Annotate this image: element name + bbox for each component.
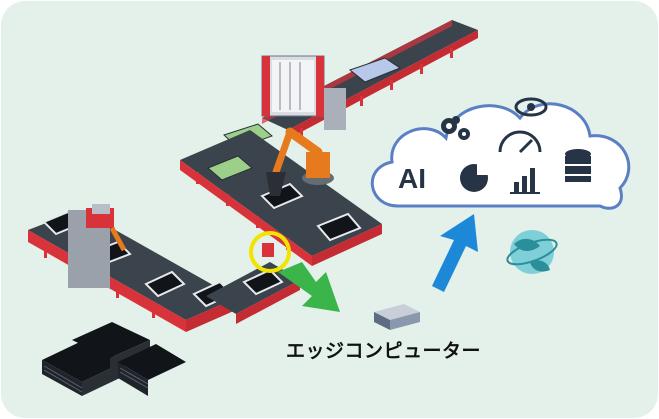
ai-label: AI [398,163,426,194]
conveyor-middle [180,130,382,266]
conveyor-connector [206,262,300,324]
green-arrow [278,262,340,312]
robot-arm [266,127,334,196]
database-icon [565,149,591,182]
blue-arrow [432,214,478,292]
globe-icon [506,230,558,274]
cloud-panel [371,102,631,210]
gauge-icon [498,130,542,154]
tray-stacks [42,322,186,396]
edge-computer-device [374,304,420,330]
eye-icon [514,97,548,117]
sensor-device [262,243,274,257]
pie-chart-icon [460,161,491,192]
gear-icon [441,116,470,140]
inspection-gate [261,55,346,130]
edge-computer-label: エッジコンピューター [286,340,482,362]
highlight-circle [249,231,291,273]
bar-chart-icon [510,168,540,194]
small-gate [68,204,127,288]
